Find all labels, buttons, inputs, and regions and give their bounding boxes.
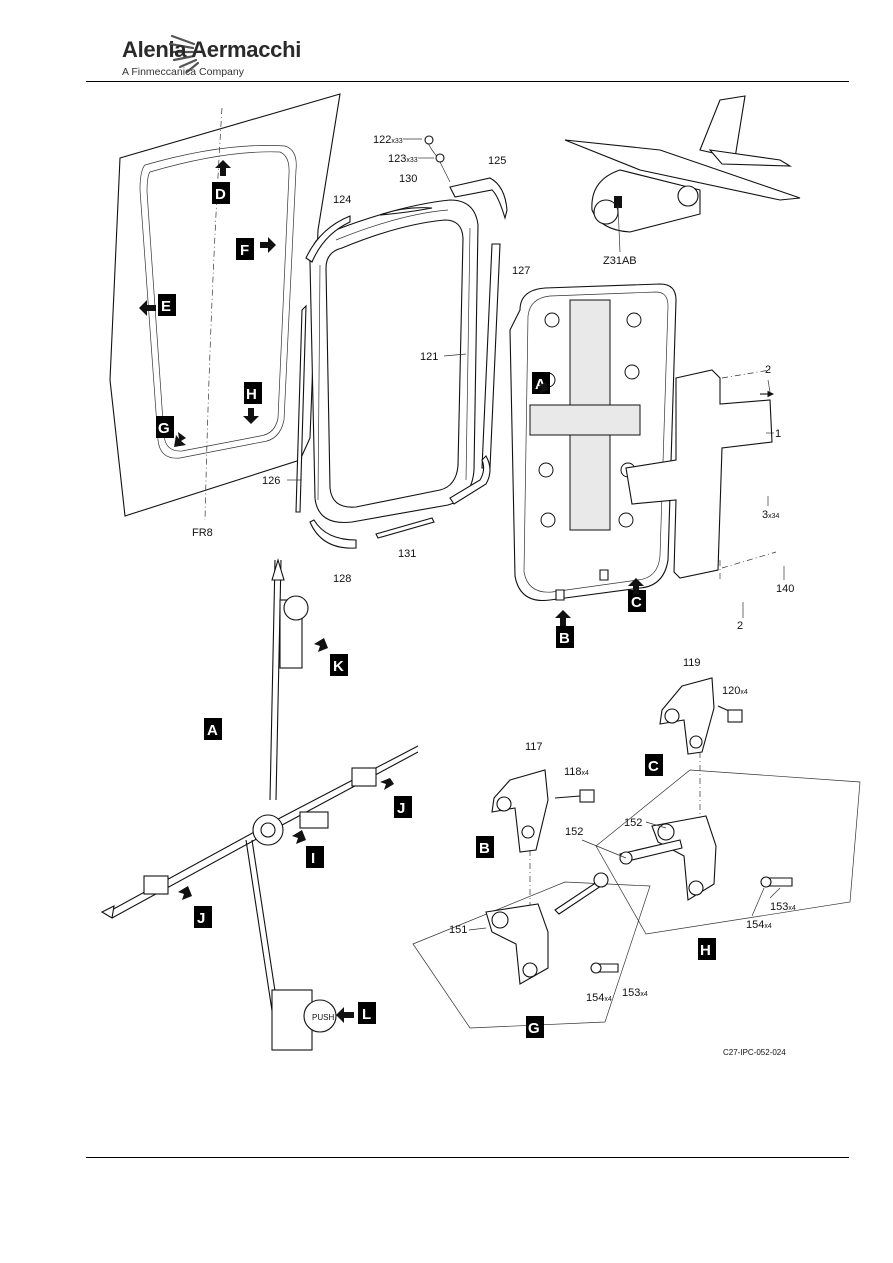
fuselage-skin-panel xyxy=(109,93,341,521)
inner-door-panel xyxy=(509,283,677,602)
callout-121: 121 xyxy=(420,351,438,363)
svg-text:C: C xyxy=(631,594,642,611)
view-tag-j-left: J xyxy=(194,906,212,928)
view-tag-k: K xyxy=(330,654,348,676)
aircraft-locator-view xyxy=(564,95,801,253)
callout-140: 140 xyxy=(776,583,794,595)
svg-text:H: H xyxy=(700,942,711,959)
callout-130: 130 xyxy=(399,173,417,185)
callout-3: 3x34 xyxy=(762,509,780,521)
view-tag-j-right: J xyxy=(394,796,412,818)
view-tag-c: C xyxy=(645,754,663,776)
callout-119: 119 xyxy=(683,657,701,669)
handle-marking-text: PUSH xyxy=(312,1013,334,1022)
figure-reference: C27-IPC-052-024 xyxy=(723,1048,786,1057)
brand-tagline: A Finmeccanica Company xyxy=(122,66,244,78)
alenia-logo-icon xyxy=(168,34,200,74)
cross-doubler-plate xyxy=(625,369,777,580)
callout-2-top: 2 xyxy=(765,364,771,376)
view-tag-g: G xyxy=(156,416,174,438)
callout-152-left: 152 xyxy=(565,826,583,838)
window-seal-assembly xyxy=(295,135,508,549)
callout-153-left: 153x4 xyxy=(622,987,648,999)
frame-label: FR8 xyxy=(192,527,213,539)
svg-text:D: D xyxy=(215,186,226,203)
view-tag-e: E xyxy=(158,294,176,316)
callout-153-right: 153x4 xyxy=(770,901,796,913)
zone-label: Z31AB xyxy=(603,255,637,267)
svg-text:F: F xyxy=(240,242,249,259)
callout-152-right: 152 xyxy=(624,817,642,829)
view-tag-f: F xyxy=(236,238,254,260)
callout-2-bottom: 2 xyxy=(737,620,743,632)
callout-128: 128 xyxy=(333,573,351,585)
svg-text:A: A xyxy=(207,722,218,739)
view-tag-b: B xyxy=(476,836,494,858)
svg-text:J: J xyxy=(397,800,405,817)
callout-120: 120x4 xyxy=(722,685,748,697)
svg-text:E: E xyxy=(161,298,171,315)
view-tag-l: L xyxy=(358,1002,376,1024)
svg-text:K: K xyxy=(333,658,344,675)
callout-124: 124 xyxy=(333,194,351,206)
callout-125: 125 xyxy=(488,155,506,167)
view-tag-a-top: A xyxy=(532,372,550,394)
page-header: Alenia Aermacchi A Finmeccanica Company xyxy=(0,0,893,82)
latch-mechanism-view-a: PUSH xyxy=(100,558,419,1051)
svg-text:G: G xyxy=(528,1020,540,1037)
view-tag-h-lower: H xyxy=(698,938,716,960)
callout-126: 126 xyxy=(262,475,280,487)
view-tag-i: I xyxy=(306,846,324,868)
svg-text:B: B xyxy=(559,630,570,647)
hinge-detail-views xyxy=(412,677,861,1029)
callout-118: 118x4 xyxy=(564,766,589,778)
svg-text:A: A xyxy=(535,376,546,393)
mechanism-view-arrows xyxy=(178,382,644,1023)
svg-text:I: I xyxy=(311,850,315,867)
svg-text:J: J xyxy=(197,910,205,927)
svg-text:C: C xyxy=(648,758,659,775)
view-tag-b-top: B xyxy=(556,626,574,648)
svg-text:B: B xyxy=(479,840,490,857)
view-tag-a: A xyxy=(204,718,222,740)
view-tags: D F E H G A B C K A C J B I J H L G xyxy=(156,182,716,1038)
panel-view-arrows xyxy=(139,160,276,447)
callout-131: 131 xyxy=(398,548,416,560)
callout-127: 127 xyxy=(512,265,530,277)
svg-text:H: H xyxy=(246,386,257,403)
callout-154-left: 154x4 xyxy=(586,992,612,1004)
brand-name: Alenia Aermacchi xyxy=(122,37,302,62)
header-rule xyxy=(86,81,849,82)
callout-154-right: 154x4 xyxy=(746,919,772,931)
callout-151: 151 xyxy=(449,924,467,936)
part-callouts: 122x33 123x33 125 130 124 127 121 126 13… xyxy=(192,134,796,1057)
callout-117: 117 xyxy=(525,741,543,753)
view-tag-c-top: C xyxy=(628,590,646,612)
svg-text:L: L xyxy=(362,1006,371,1023)
view-tag-d: D xyxy=(212,182,230,204)
leader-lines xyxy=(287,138,785,931)
footer-rule xyxy=(86,1157,849,1158)
view-tag-g-lower: G xyxy=(526,1016,544,1038)
callout-122: 122x33 xyxy=(373,134,403,146)
svg-text:G: G xyxy=(158,420,170,437)
callout-1: 1 xyxy=(775,428,781,440)
callout-123: 123x33 xyxy=(388,153,418,165)
view-tag-h: H xyxy=(244,382,262,404)
